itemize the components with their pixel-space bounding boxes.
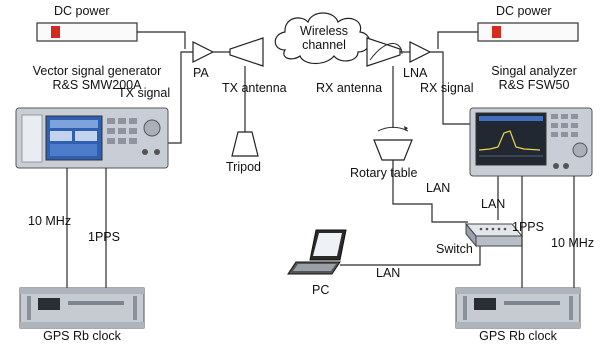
- power-indicator-right: [492, 26, 501, 38]
- pc-label: PC: [312, 283, 330, 297]
- gps-rb-clock-left: [19, 287, 145, 329]
- sa-title-label: Singal analyzer: [491, 64, 577, 78]
- tripod: [231, 66, 259, 157]
- tx-antenna: [229, 37, 264, 67]
- rx-signal-label: RX signal: [420, 81, 474, 95]
- lan-sa-label: LAN: [481, 197, 506, 211]
- wireless-label: Wireless: [300, 24, 348, 38]
- ten-mhz-left-label: 10 MHz: [28, 214, 72, 228]
- pa-label: PA: [193, 66, 209, 80]
- dc-power-left-supply: [36, 22, 138, 42]
- rx-antenna-label: RX antenna: [316, 81, 383, 95]
- rotary-table-label: Rotary table: [350, 166, 418, 180]
- tripod-label: Tripod: [226, 160, 261, 174]
- sa-model-label: R&S FSW50: [498, 78, 570, 92]
- gps-right-label: GPS Rb clock: [479, 329, 557, 343]
- vector-signal-generator: [15, 107, 169, 169]
- one-pps-right-label: 1PPS: [512, 220, 544, 234]
- vsg-model-label: R&S SMW200A: [52, 78, 142, 92]
- lan-rotary-label: LAN: [426, 181, 451, 195]
- tx-antenna-label: TX antenna: [222, 81, 287, 95]
- wireless-channel-cloud: [274, 12, 371, 65]
- dc-power-right-supply: [477, 22, 579, 42]
- one-pps-left-label: 1PPS: [88, 230, 120, 244]
- tx-signal-label: TX signal: [118, 86, 171, 100]
- pc-laptop: [287, 229, 347, 275]
- power-indicator-left: [51, 26, 60, 38]
- vsg-title-label: Vector signal generator: [32, 64, 162, 78]
- pa-amplifier: [192, 41, 215, 63]
- lna-amplifier: [409, 41, 432, 63]
- ten-mhz-right-label: 10 MHz: [551, 236, 595, 250]
- lna-label: LNA: [403, 66, 428, 80]
- switch-label: Switch: [436, 242, 473, 256]
- gps-left-label: GPS Rb clock: [43, 329, 121, 343]
- gps-rb-clock-right: [455, 287, 581, 329]
- dc-power-left-label: DC power: [54, 4, 110, 18]
- channel-label: channel: [302, 38, 346, 52]
- rx-antenna: [366, 37, 401, 67]
- dc-power-right-label: DC power: [496, 4, 552, 18]
- lan-pc-label: LAN: [376, 266, 401, 280]
- rotary-table: [373, 66, 413, 161]
- signal-analyzer: [469, 107, 593, 177]
